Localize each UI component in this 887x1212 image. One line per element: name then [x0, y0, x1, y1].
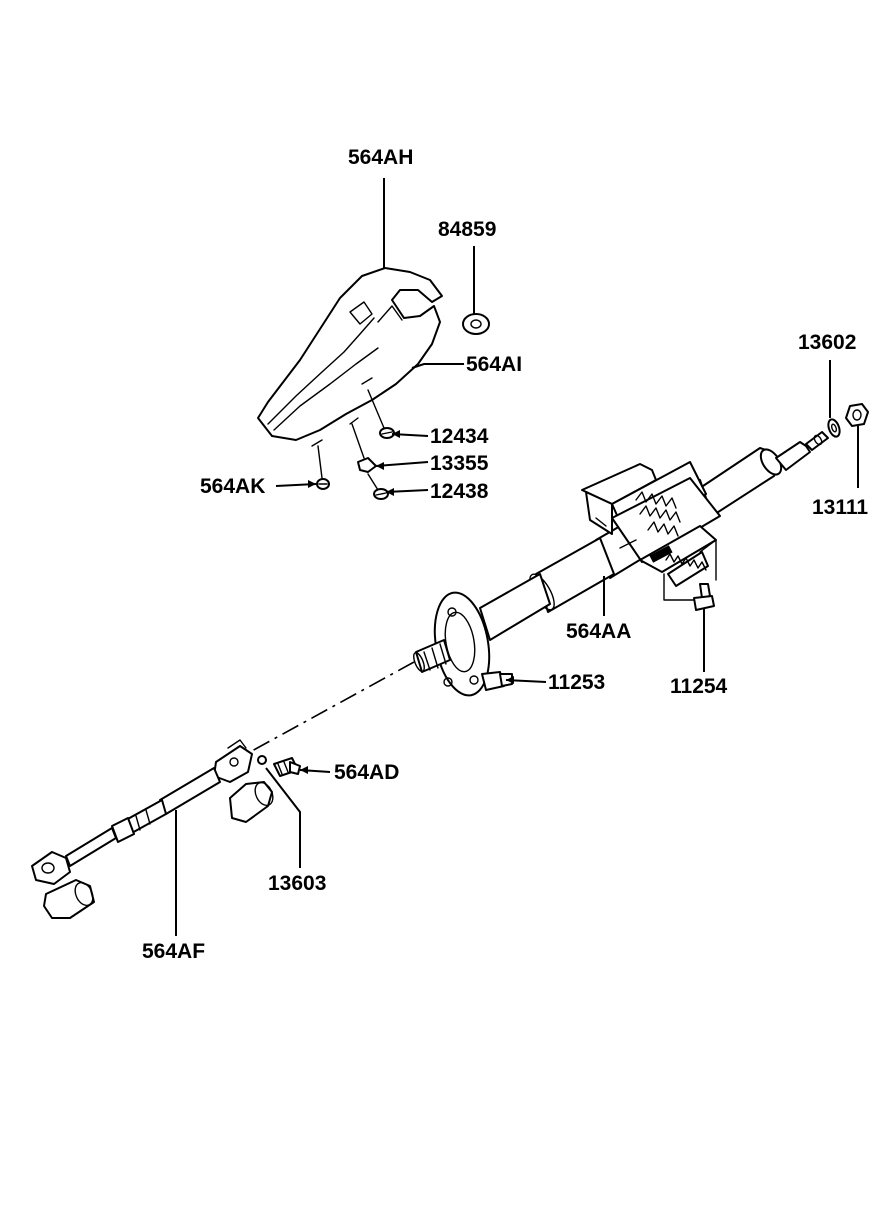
dust-boot-upper	[229, 781, 274, 823]
column-shroud-cover	[257, 267, 443, 447]
label-564AF: 564AF	[142, 940, 205, 963]
washer-13602	[827, 418, 841, 438]
label-13111: 13111	[812, 496, 868, 519]
label-12438: 12438	[430, 480, 489, 503]
assembly-axis-line	[249, 661, 415, 753]
dust-boot-lower	[43, 879, 95, 919]
label-564AA: 564AA	[566, 620, 631, 643]
clip-13355	[351, 423, 377, 473]
leader-arrowheads	[300, 430, 514, 774]
nut-13111	[845, 403, 869, 427]
leader-lines	[175, 178, 859, 936]
label-564AD: 564AD	[334, 761, 399, 784]
steering-column-assembly	[413, 431, 829, 697]
bolt-11254	[693, 583, 715, 611]
intermediate-shaft	[31, 739, 253, 885]
label-13603: 13603	[268, 872, 326, 895]
label-564AH: 564AH	[348, 146, 413, 169]
label-12434: 12434	[430, 425, 489, 448]
bolt-564AD	[273, 757, 301, 777]
washer-84859	[462, 313, 490, 335]
label-13355: 13355	[430, 452, 489, 475]
screw-564AK	[316, 445, 330, 490]
label-564AI: 564AI	[466, 353, 522, 376]
label-11254: 11254	[670, 675, 728, 698]
label-84859: 84859	[438, 218, 496, 241]
ring-13603	[257, 755, 267, 765]
label-564AK: 564AK	[200, 475, 265, 498]
screw-12438	[367, 473, 389, 500]
bolt-11253	[481, 671, 513, 691]
label-13602: 13602	[798, 331, 856, 354]
label-11253: 11253	[548, 671, 605, 694]
